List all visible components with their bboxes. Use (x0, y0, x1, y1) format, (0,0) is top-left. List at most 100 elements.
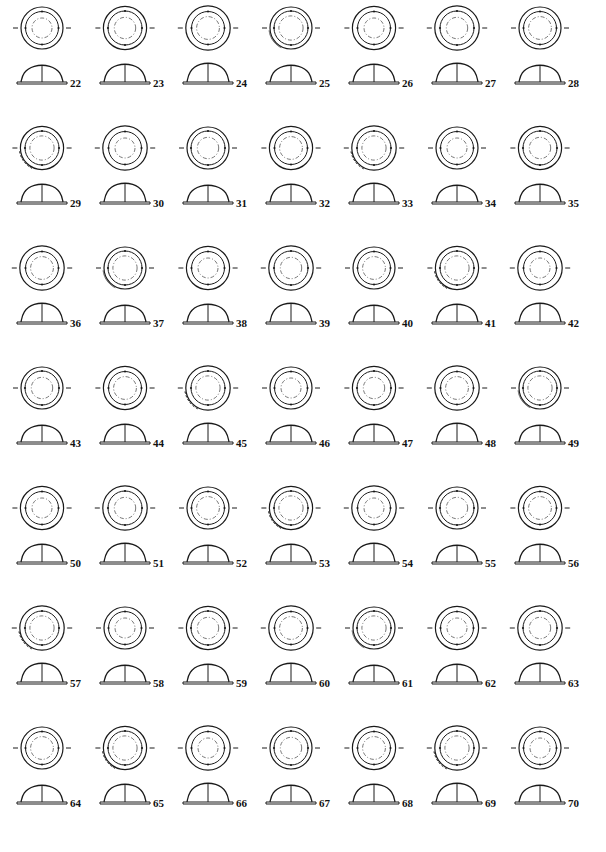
rivet-dot (41, 283, 43, 285)
section-line (291, 663, 292, 682)
rivet-dot (373, 130, 375, 132)
catalog-number: 31 (235, 198, 248, 209)
catalog-number: 54 (401, 558, 414, 569)
vessel-drawing (427, 726, 487, 804)
rivet-dot (306, 147, 308, 149)
rivet-dot (472, 147, 474, 149)
rivet-dot (556, 147, 558, 149)
section-line (208, 664, 209, 682)
body-outline (25, 371, 59, 405)
crown-line (31, 737, 54, 760)
crown-line (529, 17, 552, 40)
profile-dome (353, 305, 395, 322)
body-outline (440, 491, 474, 525)
axis-tick (344, 388, 349, 389)
axis-tick (510, 148, 515, 149)
rivet-dot (539, 610, 541, 612)
axis-tick (179, 148, 184, 149)
rivet-dot (41, 43, 43, 45)
axis-tick (565, 628, 570, 629)
axis-tick (67, 268, 72, 269)
vessel-drawing (344, 6, 403, 84)
axis-tick (427, 268, 432, 269)
catalog-number: 28 (567, 78, 580, 89)
rivet-dot (290, 403, 292, 405)
crown-line (362, 616, 386, 640)
crown-line (197, 617, 218, 638)
rivet-dot (140, 627, 142, 629)
profile-brim (17, 802, 67, 804)
profile-brim (183, 682, 233, 684)
catalog-number: 37 (152, 318, 165, 329)
rivet-dot (107, 147, 109, 149)
profile-dome (187, 783, 229, 802)
body-outline (26, 252, 59, 285)
vessel-drawing (344, 486, 404, 564)
rivet-dot (472, 387, 474, 389)
crown-line (445, 256, 469, 280)
section-line (42, 184, 43, 202)
rivet-dot (41, 10, 43, 12)
profile-dome (104, 64, 146, 82)
body-outline (192, 12, 225, 45)
rivet-dot (207, 43, 209, 45)
rim-outline (352, 486, 396, 530)
rivet-dot (555, 27, 557, 29)
profile-dome (104, 183, 146, 202)
catalog-number: 45 (235, 438, 248, 449)
vessel-drawing (95, 486, 155, 564)
section-line (374, 665, 375, 682)
axis-tick (399, 28, 404, 29)
profile-dome (21, 785, 63, 802)
rim-outline (187, 127, 229, 169)
axis-tick (67, 148, 72, 149)
axis-tick (428, 508, 433, 509)
crown-line (363, 257, 386, 280)
rivet-dot (41, 250, 43, 252)
axis-tick (510, 508, 515, 509)
axis-tick (178, 268, 183, 269)
rim-outline (269, 606, 313, 650)
rivet-dot (307, 747, 309, 749)
rivet-dot (539, 43, 541, 45)
profile-brim (183, 562, 233, 564)
catalog-number: 52 (235, 558, 248, 569)
rim-outline (21, 367, 63, 409)
rim-outline (186, 6, 230, 50)
rivet-dot (356, 507, 358, 509)
profile-dome (353, 424, 395, 442)
axis-tick (178, 28, 183, 29)
section-line (374, 424, 375, 442)
rivet-dot (273, 147, 275, 149)
rivet-dot (24, 507, 26, 509)
crown-line (113, 256, 137, 280)
rivet-dot (141, 267, 143, 269)
axis-tick (13, 28, 18, 29)
rivet-dot (439, 27, 441, 29)
rivet-dot (207, 523, 209, 525)
axis-tick (399, 508, 404, 509)
vessel-drawing (13, 727, 71, 804)
catalog-number: 32 (318, 198, 331, 209)
vessel-drawing (262, 727, 320, 804)
catalog-number: 59 (235, 678, 248, 689)
profile-dome (353, 543, 395, 562)
catalog-number: 56 (567, 558, 580, 569)
rivet-dot (356, 267, 358, 269)
vessel-drawing (95, 126, 155, 204)
profile-dome (187, 304, 229, 322)
section-line (291, 425, 292, 442)
profile-brim (17, 562, 67, 564)
axis-tick (95, 388, 100, 389)
rim-outline (270, 727, 312, 769)
catalog-number: 68 (401, 798, 414, 809)
profile-dome (21, 663, 63, 682)
missing-part (434, 751, 447, 769)
rivet-dot (356, 747, 358, 749)
rivet-dot (356, 387, 358, 389)
profile-brim (432, 202, 482, 204)
rivet-dot (539, 283, 541, 285)
rim-outline (518, 246, 562, 290)
vessel-drawing (178, 246, 237, 324)
section-line (540, 303, 541, 322)
